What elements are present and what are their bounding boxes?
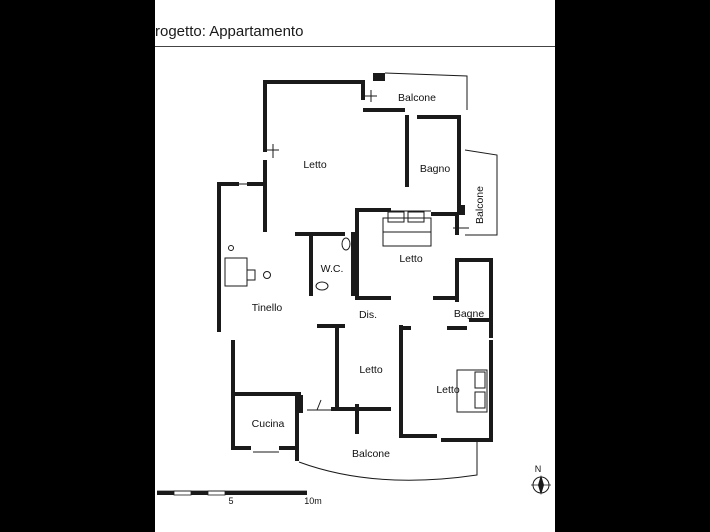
wall (295, 395, 299, 461)
scale-label-end: 10m (304, 496, 322, 506)
room-label-balcone: Balcone (352, 448, 390, 460)
room-label-wc: W.C. (321, 263, 344, 275)
scale-bar (157, 490, 307, 496)
balcony-railing (298, 442, 478, 481)
room-label-dis: Dis. (359, 309, 377, 321)
wall (279, 446, 299, 450)
room-label-balcone: Balcone (474, 186, 486, 224)
wall (457, 115, 461, 205)
wall (373, 73, 385, 81)
wall (457, 205, 465, 215)
scale-segment (157, 491, 174, 495)
floor-plan: Balcone Letto Bagno Balcone Letto W.C. T… (157, 72, 551, 506)
wall (399, 434, 437, 438)
room-label-letto: Letto (359, 364, 383, 376)
wall (417, 115, 457, 119)
wall (263, 80, 363, 84)
room-label-bagne: Bagne (454, 308, 485, 320)
wall (431, 212, 459, 216)
scale-segment (225, 491, 307, 495)
wall (441, 438, 493, 442)
chair (263, 271, 271, 279)
wall (355, 404, 359, 434)
title-rule (155, 46, 555, 47)
wall (355, 296, 391, 300)
pillow (474, 371, 486, 389)
pillow (387, 211, 405, 223)
wall (217, 182, 239, 186)
chair (228, 245, 234, 251)
wall (351, 232, 355, 296)
compass-north-label: N (535, 464, 542, 474)
room-label-letto: Letto (303, 159, 327, 171)
project-title: rogetto: Appartamento (155, 23, 304, 40)
wall (447, 326, 467, 330)
pillow (407, 211, 425, 223)
wall (489, 340, 493, 442)
room-label-letto: Letto (399, 253, 423, 265)
room-label-cucina: Cucina (252, 418, 285, 430)
wall (405, 115, 409, 187)
wall (489, 258, 493, 338)
balcony-railing (464, 149, 498, 236)
wall (361, 80, 365, 100)
wall (331, 407, 391, 411)
door-mark (316, 399, 322, 411)
wall (335, 324, 339, 408)
wall (231, 392, 301, 396)
wall (299, 395, 303, 413)
wall (455, 258, 459, 302)
room-label-balcone: Balcone (398, 92, 436, 104)
wall (399, 325, 403, 435)
pillow (474, 391, 486, 409)
wall (263, 160, 267, 232)
wall (263, 80, 267, 152)
balcony-railing (384, 72, 468, 110)
room-label-bagno: Bagno (420, 163, 451, 175)
wall (355, 208, 359, 300)
wall (399, 326, 411, 330)
room-label-tinello: Tinello (252, 302, 283, 314)
sink (315, 281, 329, 291)
scale-segment (173, 490, 192, 496)
chair (246, 269, 256, 281)
wall (355, 208, 391, 212)
scale-segment (207, 490, 226, 496)
room-label-letto: Letto (436, 384, 460, 396)
walls (217, 73, 493, 461)
drawing-sheet: rogetto: Appartamento (155, 0, 555, 532)
wall (455, 215, 459, 235)
wall (455, 258, 491, 262)
wall (295, 232, 345, 236)
wall (317, 324, 345, 328)
toilet (341, 237, 351, 251)
scale-label-mid: 5 (228, 496, 233, 506)
double-bed (456, 369, 488, 413)
wall (247, 182, 267, 186)
wall (433, 296, 457, 300)
wall (469, 318, 491, 322)
scale-segment (191, 491, 208, 495)
fixtures (218, 72, 498, 481)
wall (231, 446, 251, 450)
compass-icon (531, 475, 551, 495)
wall (309, 232, 313, 296)
table (224, 257, 248, 287)
